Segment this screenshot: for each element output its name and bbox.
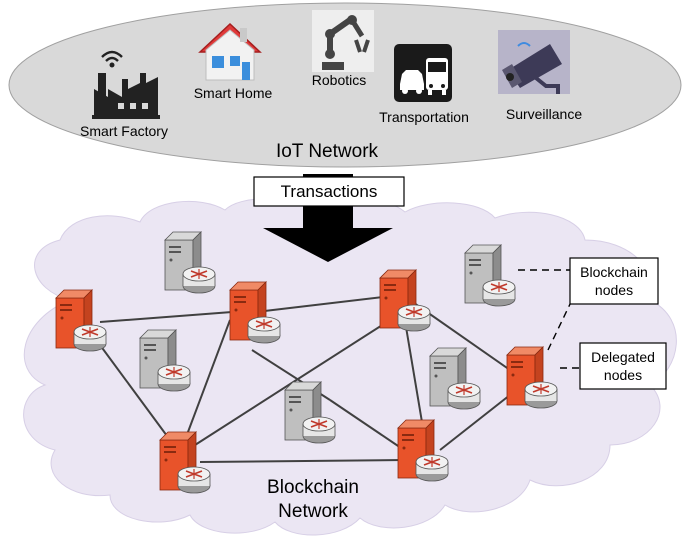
camera-icon: [498, 30, 570, 94]
legend-leaders: [518, 269, 580, 369]
device-label-robotics: Robotics: [312, 72, 366, 88]
legend-blockchain-nodes-line2: nodes: [595, 282, 633, 298]
legend-delegated-nodes-line2: nodes: [604, 367, 642, 383]
blockchain-network-title-line1: Blockchain: [267, 477, 359, 498]
factory-icon: [92, 50, 160, 119]
car-bus-icon: [394, 44, 452, 102]
device-label-transportation: Transportation: [379, 109, 469, 125]
legend-blockchain-nodes-box: [569, 257, 659, 305]
legend-blockchain-nodes-line1: Blockchain: [580, 264, 648, 280]
blockchain-network-title-line2: Network: [278, 501, 348, 522]
transactions-box: [253, 176, 405, 207]
transactions-label: Transactions: [281, 182, 378, 201]
device-label-smart-home: Smart Home: [194, 85, 273, 101]
device-label-smart-factory: Smart Factory: [80, 123, 168, 139]
robot-arm-icon: [312, 10, 374, 72]
iot-network-title: IoT Network: [276, 141, 379, 162]
transactions-arrow: [263, 174, 393, 262]
house-icon: [198, 22, 262, 81]
legend-delegated-nodes-box: [579, 342, 667, 390]
device-label-surveillance: Surveillance: [506, 106, 582, 122]
legend-delegated-nodes-line1: Delegated: [591, 349, 655, 365]
